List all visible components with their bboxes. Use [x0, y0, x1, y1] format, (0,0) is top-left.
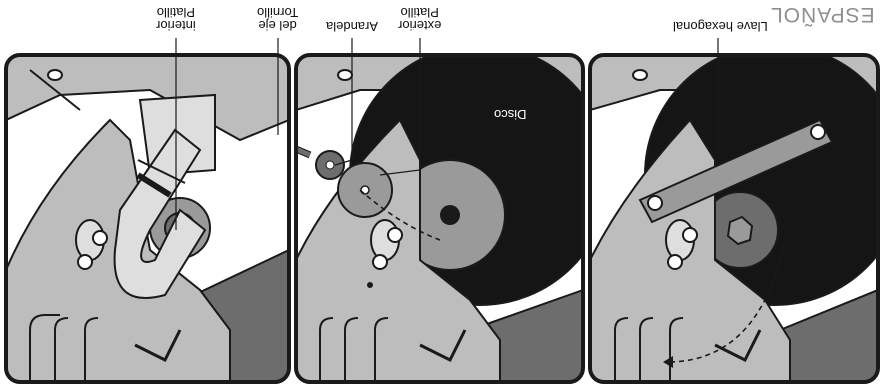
label-washer-text: Arandela	[326, 20, 378, 33]
language-header-text: ESPAÑOL	[770, 2, 875, 26]
label-washer: Arandela	[318, 20, 386, 33]
label-shaft-bolt-line2: del eje	[257, 19, 298, 32]
label-outer-flange-line2: exterior	[398, 19, 441, 32]
panel-disc-assembly	[243, 45, 610, 382]
label-inner-flange-line1: Platillo	[156, 6, 196, 19]
label-inner-flange: interior Platillo	[140, 6, 212, 32]
label-hex-wrench-text: Llave hexagonal	[673, 20, 768, 33]
panel-hex-wrench	[590, 45, 884, 382]
label-disc-text: Disco	[494, 108, 527, 121]
label-shaft-bolt-line1: Tornillo	[257, 6, 298, 19]
label-outer-flange-line1: Platillo	[398, 6, 441, 19]
label-outer-flange: exterior Platillo	[387, 6, 453, 32]
language-header: ESPAÑOL	[770, 2, 875, 26]
label-disc: Disco	[485, 108, 535, 121]
label-shaft-bolt: del eje Tornillo	[245, 6, 311, 32]
label-hex-wrench: Llave hexagonal	[668, 20, 772, 33]
label-inner-flange-line2: interior	[156, 19, 196, 32]
panel-inner-flange	[6, 55, 289, 382]
